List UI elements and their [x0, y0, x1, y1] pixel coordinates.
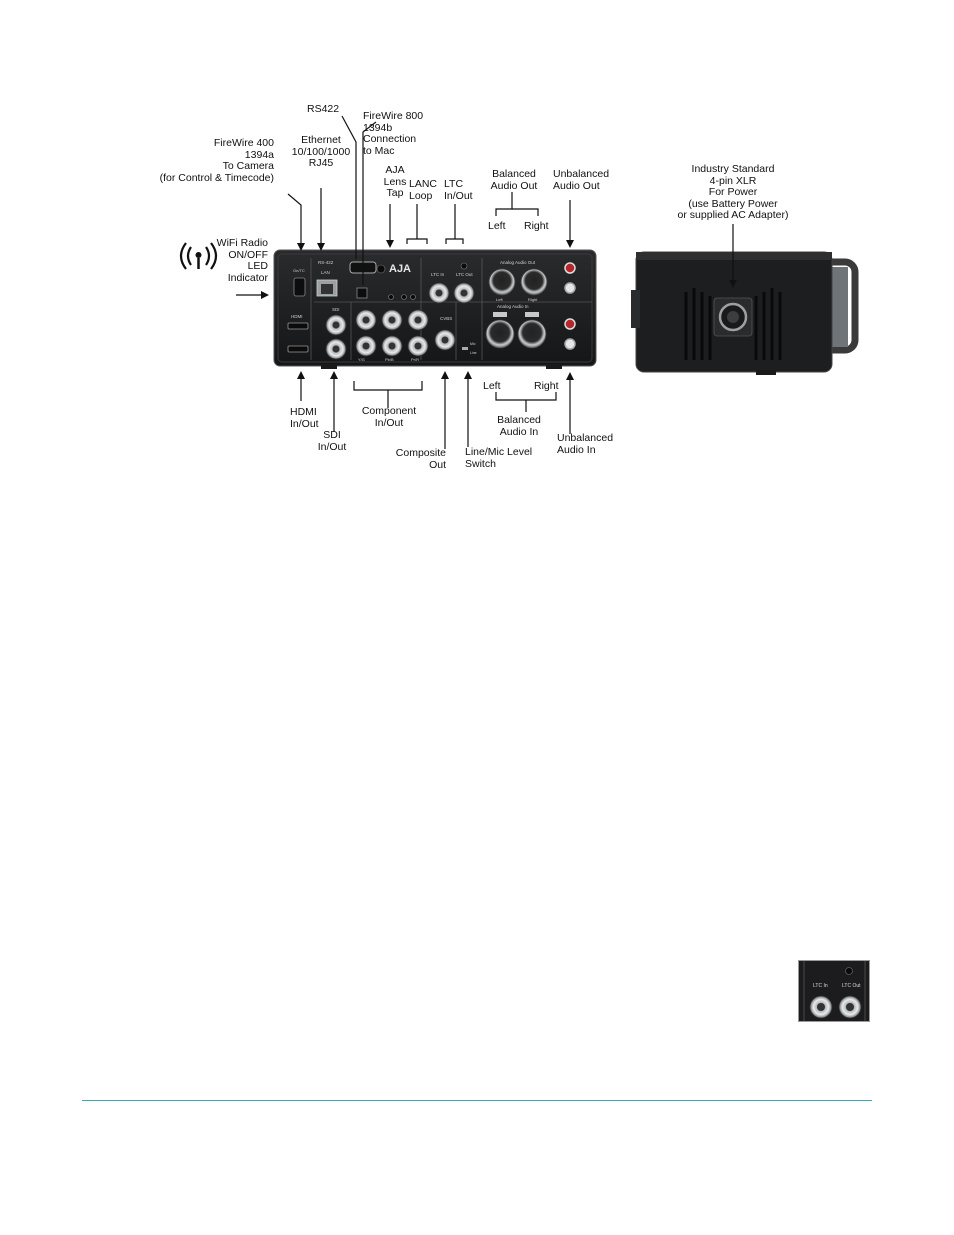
thumb-ltc-in-label: LTC In: [813, 983, 828, 989]
side-view-vents: [684, 288, 782, 360]
label-component: Component In/Out: [361, 405, 417, 429]
device-illustration: AJA RS-422 LAN On/TC HDMI SDI CVBS LTC I…: [179, 115, 859, 449]
label-aja-lens-tap: AJA Lens Tap: [383, 164, 407, 199]
label-composite: Composite Out: [395, 447, 446, 471]
label-ltc-inout: LTC In/Out: [444, 178, 473, 202]
svg-text:Analog Audio In: Analog Audio In: [497, 304, 529, 309]
svg-text:HDMI: HDMI: [291, 314, 303, 319]
svg-text:SDI: SDI: [332, 307, 340, 312]
thumb-ltc-out-label: LTC Out: [842, 983, 861, 989]
label-sdi: SDI In/Out: [317, 429, 347, 453]
label-power-xlr: Industry Standard 4-pin XLR For Power (u…: [677, 163, 789, 221]
label-balanced-out-right: Right: [524, 220, 549, 232]
rca-out-red: [564, 262, 576, 274]
svg-text:RS-422: RS-422: [318, 260, 334, 265]
lanc-jack-2: [410, 294, 416, 300]
aja-logo: AJA: [389, 263, 411, 275]
svg-text:Mic: Mic: [470, 342, 476, 346]
label-unbalanced-audio-in: Unbalanced Audio In: [557, 432, 614, 456]
svg-text:Analog Audio Out: Analog Audio Out: [500, 260, 536, 265]
callout-lines: [236, 115, 734, 449]
ltc-thumbnail-art: [803, 961, 866, 1021]
lens-tap-jack: [388, 294, 394, 300]
hdmi-out-port: [287, 345, 309, 353]
label-balanced-in-right: Right: [534, 380, 559, 392]
svg-text:Left: Left: [496, 297, 504, 302]
xlr-in-right: [517, 319, 547, 349]
rca-in-red: [564, 318, 576, 330]
back-panel: [273, 249, 597, 367]
svg-text:Line: Line: [470, 351, 477, 355]
svg-text:CVBS: CVBS: [440, 316, 452, 321]
label-lanc-loop: LANC Loop: [409, 178, 438, 202]
label-rs422: RS422: [307, 103, 340, 115]
xlr-out-left: [488, 268, 516, 296]
rca-out-white: [564, 282, 576, 294]
label-hdmi: HDMI In/Out: [290, 406, 319, 430]
xlr-out-right: [520, 268, 548, 296]
wifi-radio-icon: [179, 242, 218, 270]
svg-text:LTC Out: LTC Out: [456, 272, 473, 277]
line-mic-switch: [462, 347, 468, 350]
firewire800-port: [356, 287, 368, 299]
svg-text:On/TC: On/TC: [293, 268, 305, 273]
label-unbalanced-audio-out: Unbalanced Audio Out: [553, 168, 610, 192]
label-wifi-radio: WiFi Radio ON/OFF LED Indicator: [216, 237, 268, 284]
svg-text:Y/G: Y/G: [358, 357, 365, 362]
svg-text:Right: Right: [528, 297, 538, 302]
footer-rule: [82, 1100, 872, 1101]
callout-arrowheads: [261, 240, 737, 380]
ltc-thumbnail: LTC In LTC Out: [798, 960, 870, 1022]
connector-diagram: AJA RS-422 LAN On/TC HDMI SDI CVBS LTC I…: [160, 102, 872, 472]
label-firewire400: FireWire 400 1394a To Camera (for Contro…: [159, 137, 274, 184]
label-balanced-audio-out: Balanced Audio Out: [490, 168, 538, 192]
svg-text:Pr/R: Pr/R: [411, 357, 419, 362]
label-balanced-in-left: Left: [483, 380, 501, 392]
label-ethernet: Ethernet 10/100/1000 RJ45: [291, 134, 351, 169]
rca-in-white: [564, 338, 576, 350]
xlr-in-left: [485, 319, 515, 349]
svg-text:LAN: LAN: [321, 270, 330, 275]
label-line-mic: Line/Mic Level Switch: [465, 446, 533, 470]
svg-text:LTC In: LTC In: [431, 272, 445, 277]
label-balanced-out-left: Left: [488, 220, 506, 232]
label-balanced-audio-in: Balanced Audio In: [497, 414, 541, 438]
hdmi-in-port: [287, 322, 309, 330]
lanc-jack-1: [401, 294, 407, 300]
svg-text:Pb/B: Pb/B: [385, 357, 394, 362]
firewire400-port: [293, 277, 306, 297]
label-firewire800: FireWire 800 1394b Connection to Mac: [363, 110, 424, 157]
